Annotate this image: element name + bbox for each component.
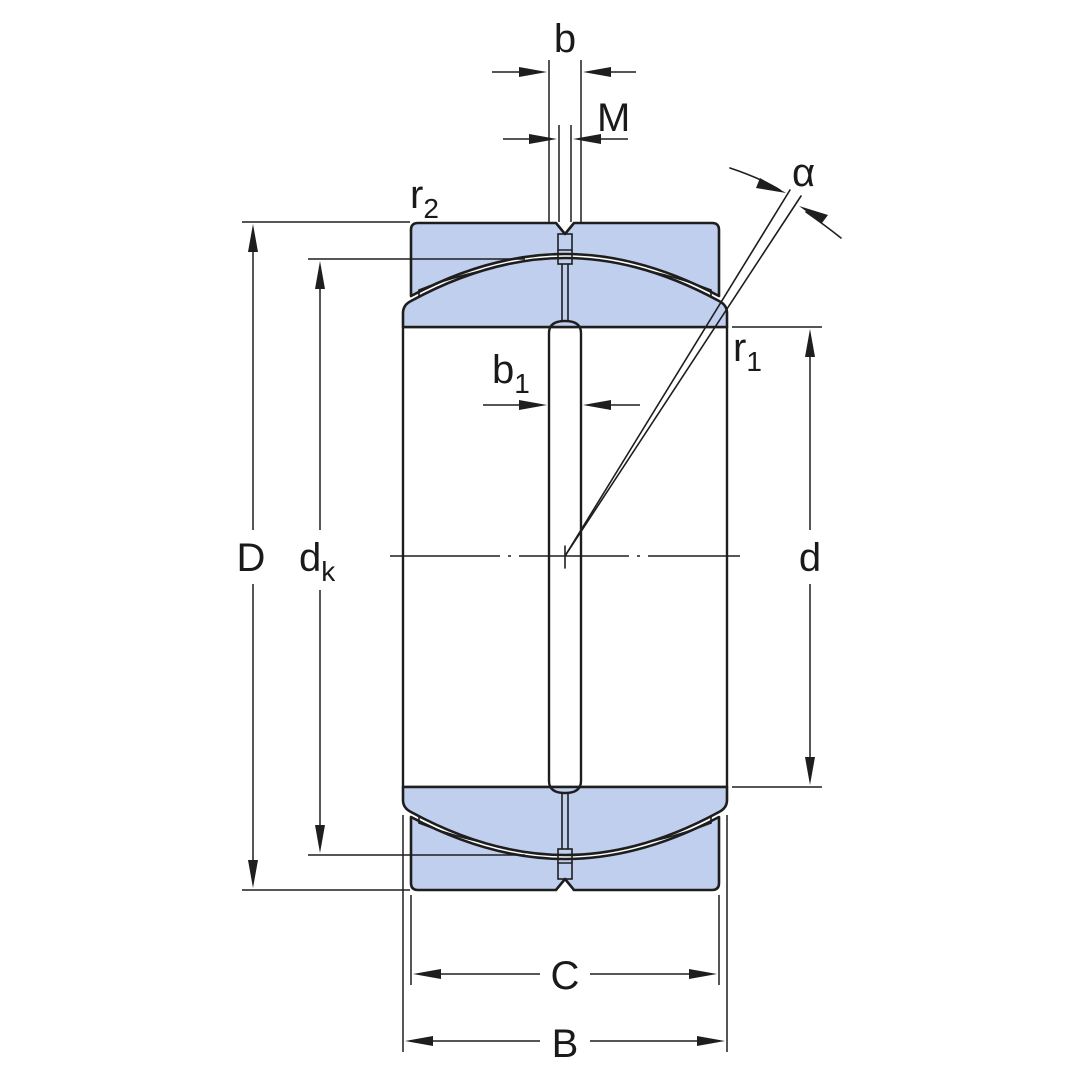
dim-C (410, 895, 720, 985)
label-r2: r2 (410, 173, 439, 224)
dim-b1 (483, 400, 640, 410)
dim-M (503, 125, 628, 222)
lubrication-groove (547, 233, 583, 880)
label-alpha: α (792, 151, 815, 195)
label-dk: dk (299, 536, 336, 587)
dim-B (402, 815, 728, 1052)
dim-d (732, 326, 822, 788)
label-d: d (799, 536, 821, 580)
inner-ring (401, 256, 729, 857)
label-b1: b1 (492, 348, 530, 399)
dim-D (242, 221, 410, 891)
dim-b (492, 60, 636, 222)
label-C: C (551, 954, 580, 998)
label-B: B (552, 1022, 579, 1066)
label-M: M (597, 96, 630, 140)
dim-alpha (564, 167, 842, 557)
label-b: b (554, 17, 576, 61)
label-r1: r1 (733, 326, 762, 377)
label-D: D (237, 536, 266, 580)
dim-dk (308, 258, 525, 856)
